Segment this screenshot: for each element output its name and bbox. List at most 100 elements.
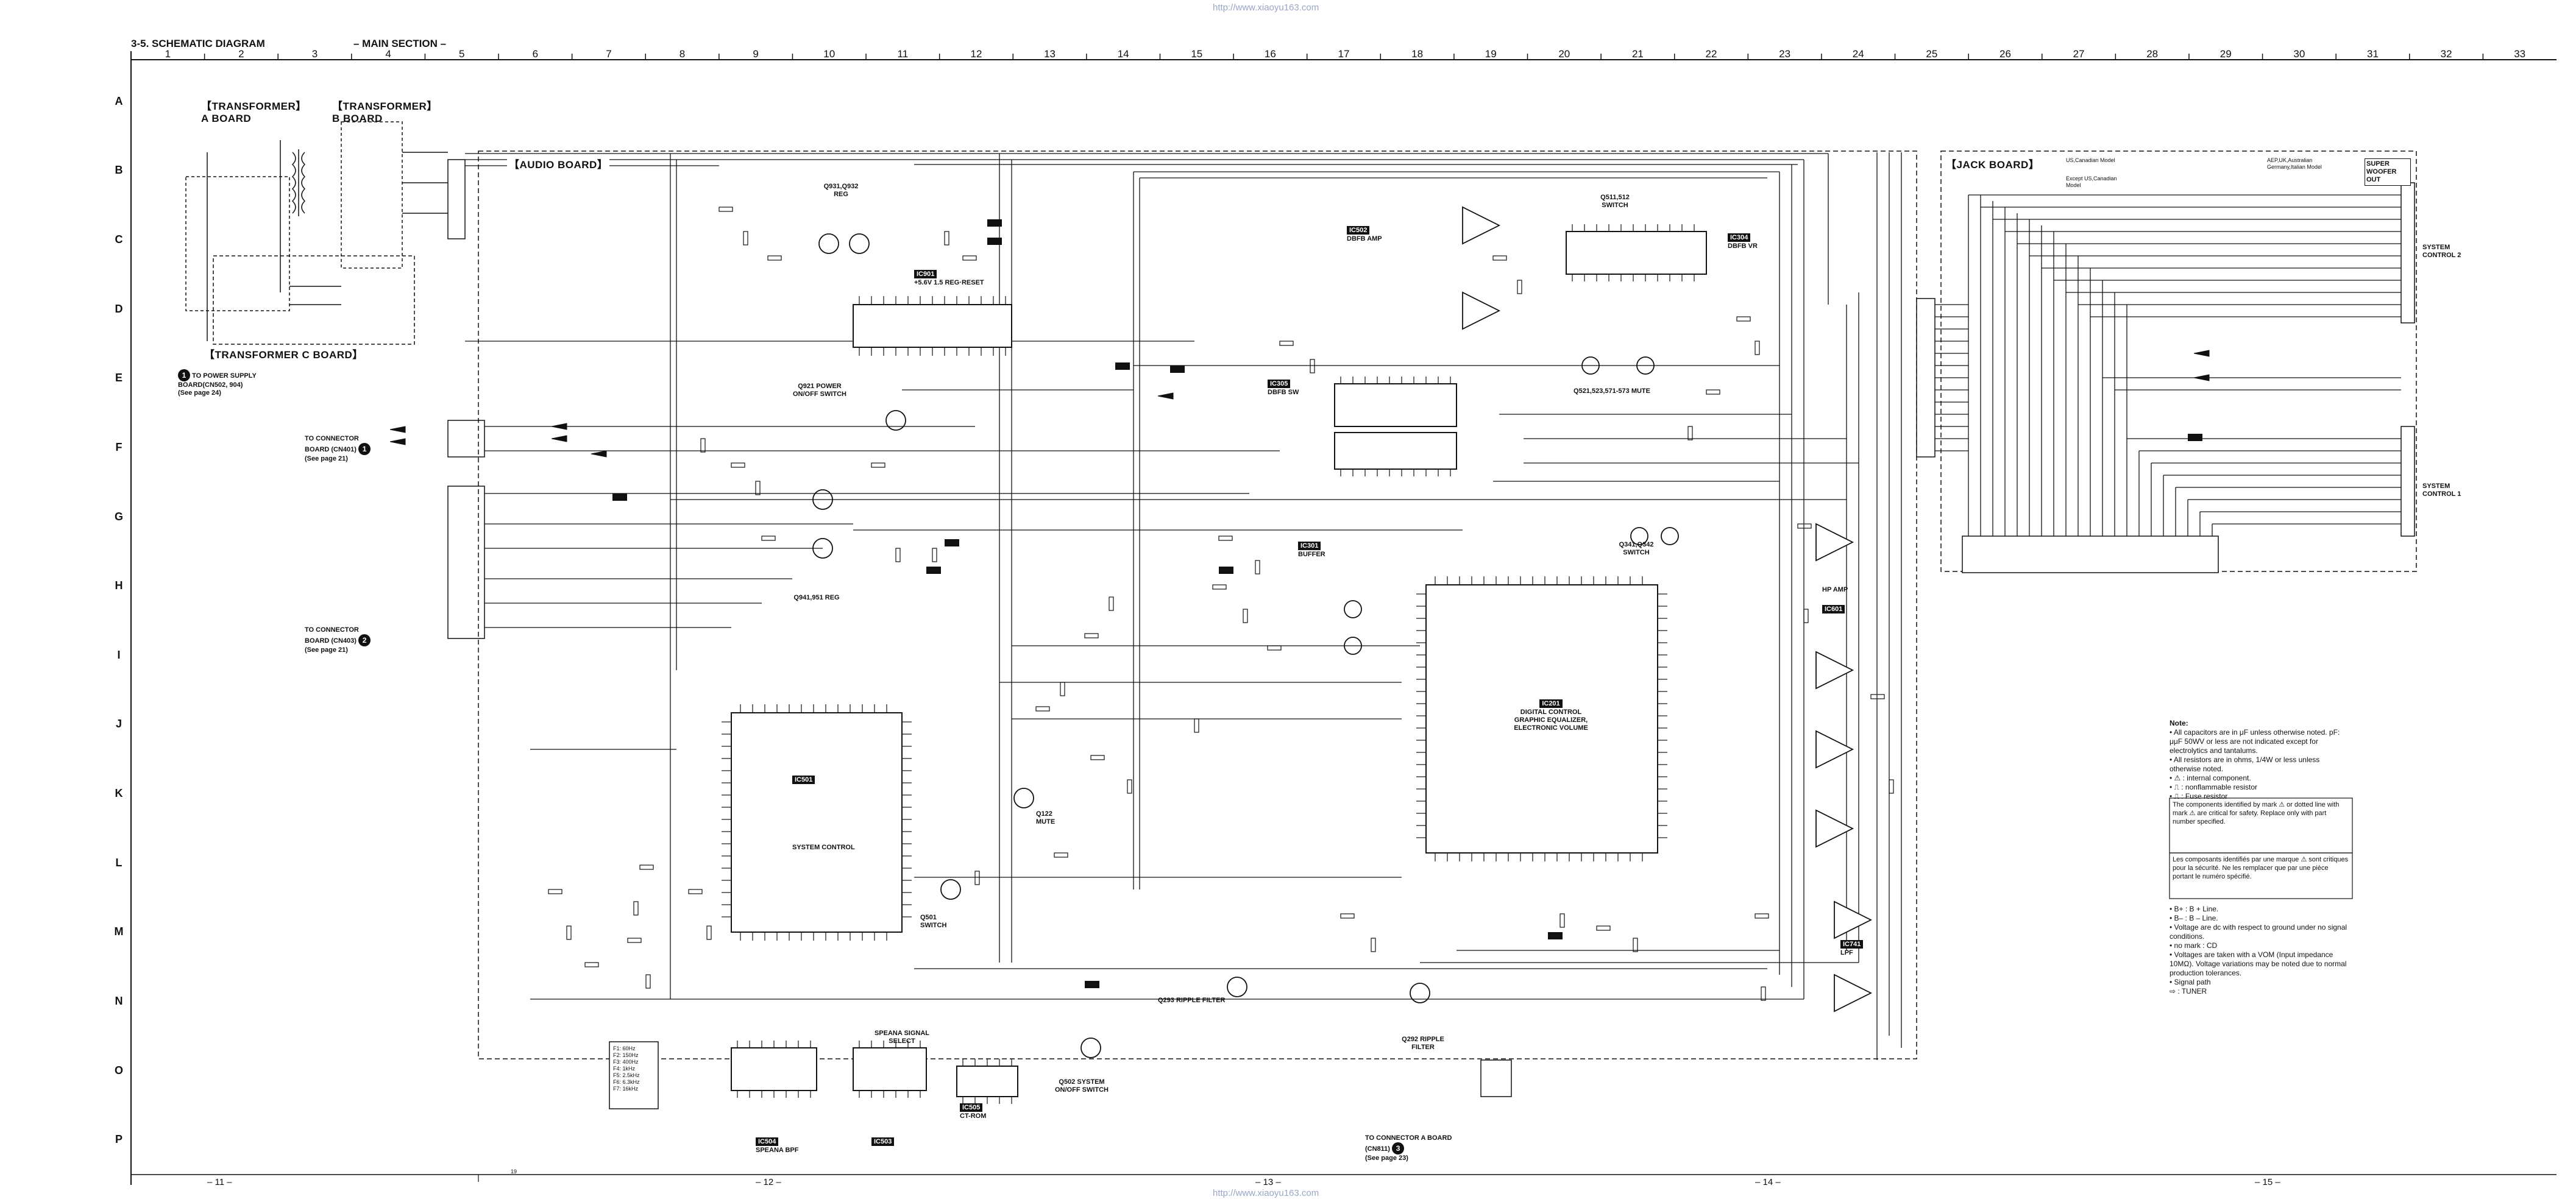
connector-text: TO CONNECTOR A BOARD (CN811) bbox=[1365, 1134, 1452, 1153]
notes-title: Note: bbox=[2170, 719, 2188, 727]
freq-item: F6: 6.3kHz bbox=[613, 1079, 640, 1085]
connector-page: (See page 24) bbox=[178, 389, 221, 397]
system-control-1-label: SYSTEM CONTROL 1 bbox=[2422, 483, 2461, 498]
connector-power-supply: 1 TO POWER SUPPLY BOARD(CN502, 904) (See… bbox=[178, 369, 288, 397]
column-label: 2 bbox=[238, 48, 244, 60]
q293-label: Q293 RIPPLE FILTER bbox=[1158, 997, 1226, 1004]
note-line: • B+ : B + Line. bbox=[2170, 905, 2219, 913]
freq-item: F1: 60Hz bbox=[613, 1045, 636, 1052]
column-label: 28 bbox=[2146, 48, 2159, 60]
section-subtitle: – MAIN SECTION – bbox=[353, 38, 447, 49]
note-line: • All capacitors are in μF unless otherw… bbox=[2170, 728, 2340, 755]
ic503-desc: SPEANA SIGNAL SELECT bbox=[874, 1030, 930, 1045]
column-label: 27 bbox=[2073, 48, 2085, 60]
watermark-top: http://www.xiaoyu163.com bbox=[1213, 2, 1319, 13]
row-label: F bbox=[115, 440, 122, 453]
column-label: 24 bbox=[1852, 48, 1864, 60]
column-label: 1 bbox=[165, 48, 171, 60]
column-label: 16 bbox=[1264, 48, 1276, 60]
except-us-note: Except US,Canadian Model bbox=[2066, 175, 2117, 188]
note-line: • Voltages are taken with a VOM (Input i… bbox=[2170, 950, 2347, 977]
connector-text: TO POWER SUPPLY BOARD(CN502, 904) bbox=[178, 372, 257, 389]
q502-label: Q502 SYSTEM ON/OFF SWITCH bbox=[1055, 1078, 1109, 1094]
row-label: H bbox=[115, 579, 123, 592]
q501-label: Q501 SWITCH bbox=[920, 914, 947, 929]
page-mark: 19 bbox=[511, 1168, 517, 1175]
watermark-bottom: http://www.xiaoyu163.com bbox=[1213, 1188, 1319, 1198]
column-label: 10 bbox=[823, 48, 836, 60]
connector-page: (See page 21) bbox=[305, 646, 348, 654]
system-control-2-label: SYSTEM CONTROL 2 bbox=[2422, 244, 2461, 259]
connector-page: (See page 23) bbox=[1365, 1154, 1408, 1162]
q521-label: Q521,523,571-573 MUTE bbox=[1574, 387, 1650, 395]
connector-cn401: TO CONNECTOR BOARD (CN401) 1 (See page 2… bbox=[305, 435, 384, 463]
row-label: L bbox=[115, 856, 122, 869]
super-woofer-label: SUPER WOOFER OUT bbox=[2365, 158, 2411, 186]
column-label: 12 bbox=[970, 48, 982, 60]
column-label: 30 bbox=[2293, 48, 2305, 60]
connector-page: (See page 21) bbox=[305, 455, 348, 462]
transformer-c-board-label: 【TRANSFORMER C BOARD】 bbox=[204, 349, 363, 361]
column-label: 31 bbox=[2367, 48, 2379, 60]
freq-item: F2: 150Hz bbox=[613, 1052, 639, 1058]
row-label: N bbox=[115, 994, 123, 1007]
aep-note: AEP,UK,Australian Germany,Italian Model bbox=[2267, 157, 2322, 170]
speana-frequency-list: F1: 60Hz F2: 150Hz F3: 400Hz F4: 1kHz F5… bbox=[613, 1045, 657, 1092]
section-title: 3-5. SCHEMATIC DIAGRAM bbox=[131, 38, 265, 49]
q122-label: Q122 MUTE bbox=[1036, 810, 1056, 825]
ic501-desc: SYSTEM CONTROL bbox=[792, 844, 855, 851]
row-label: K bbox=[115, 787, 123, 800]
ic601-label: IC601 bbox=[1822, 603, 1845, 614]
column-label: 4 bbox=[385, 48, 391, 60]
q921-label: Q921 POWER ON/OFF SWITCH bbox=[793, 383, 846, 398]
row-label: B bbox=[115, 164, 123, 177]
connector-number: 3 bbox=[1392, 1142, 1405, 1154]
note-line: ⇨ : TUNER bbox=[2170, 987, 2207, 995]
column-label: 17 bbox=[1338, 48, 1350, 60]
transformer-b-board-label: 【TRANSFORMER】 B BOARD bbox=[332, 101, 438, 124]
note-line: • Voltage are dc with respect to ground … bbox=[2170, 923, 2347, 941]
connector-cn403: TO CONNECTOR BOARD (CN403) 2 (See page 2… bbox=[305, 626, 384, 654]
column-label: 7 bbox=[606, 48, 612, 60]
note-line: • ⎍ : nonflammable resistor bbox=[2170, 783, 2257, 791]
column-label: 21 bbox=[1631, 48, 1644, 60]
column-label: 15 bbox=[1191, 48, 1203, 60]
ic901-label: IC901+5.6V 1.5 REG·RESET bbox=[914, 270, 984, 286]
page-number: – 14 – bbox=[1755, 1177, 1781, 1187]
jack-board-label: 【JACK BOARD】 bbox=[1944, 156, 2042, 171]
q941-label: Q941,951 REG bbox=[793, 594, 840, 601]
column-label: 18 bbox=[1411, 48, 1424, 60]
ic503-label: IC503 bbox=[871, 1136, 895, 1147]
column-label: 32 bbox=[2440, 48, 2452, 60]
column-label: 5 bbox=[458, 48, 465, 60]
page-number: – 15 – bbox=[2255, 1177, 2280, 1187]
freq-item: F7: 16kHz bbox=[613, 1086, 639, 1092]
note-line: • ⚠ : internal component. bbox=[2170, 774, 2251, 782]
freq-item: F5: 2.5kHz bbox=[613, 1072, 640, 1078]
q292-label: Q292 RIPPLE FILTER bbox=[1402, 1036, 1444, 1051]
audio-board-label: 【AUDIO BOARD】 bbox=[507, 156, 610, 171]
q931-label: Q931,Q932 REG bbox=[823, 183, 859, 198]
column-label: 6 bbox=[532, 48, 539, 60]
connector-number: 1 bbox=[358, 443, 371, 455]
note-line: • ⎍ : Fuse resistor bbox=[2170, 792, 2228, 801]
connector-number: 2 bbox=[358, 634, 371, 646]
transformer-a-board-label: 【TRANSFORMER】 A BOARD bbox=[201, 101, 307, 124]
note-line: • no mark : CD bbox=[2170, 941, 2218, 950]
column-label: 33 bbox=[2514, 48, 2526, 60]
ic601-desc: HP AMP bbox=[1822, 586, 1848, 593]
connector-text: TO CONNECTOR BOARD (CN401) bbox=[305, 435, 359, 453]
q511-label: Q511,512 SWITCH bbox=[1600, 194, 1630, 209]
row-label: G bbox=[114, 510, 123, 523]
q341-label: Q341,Q342 SWITCH bbox=[1619, 541, 1654, 556]
row-label: I bbox=[117, 648, 121, 661]
column-label: 14 bbox=[1117, 48, 1129, 60]
